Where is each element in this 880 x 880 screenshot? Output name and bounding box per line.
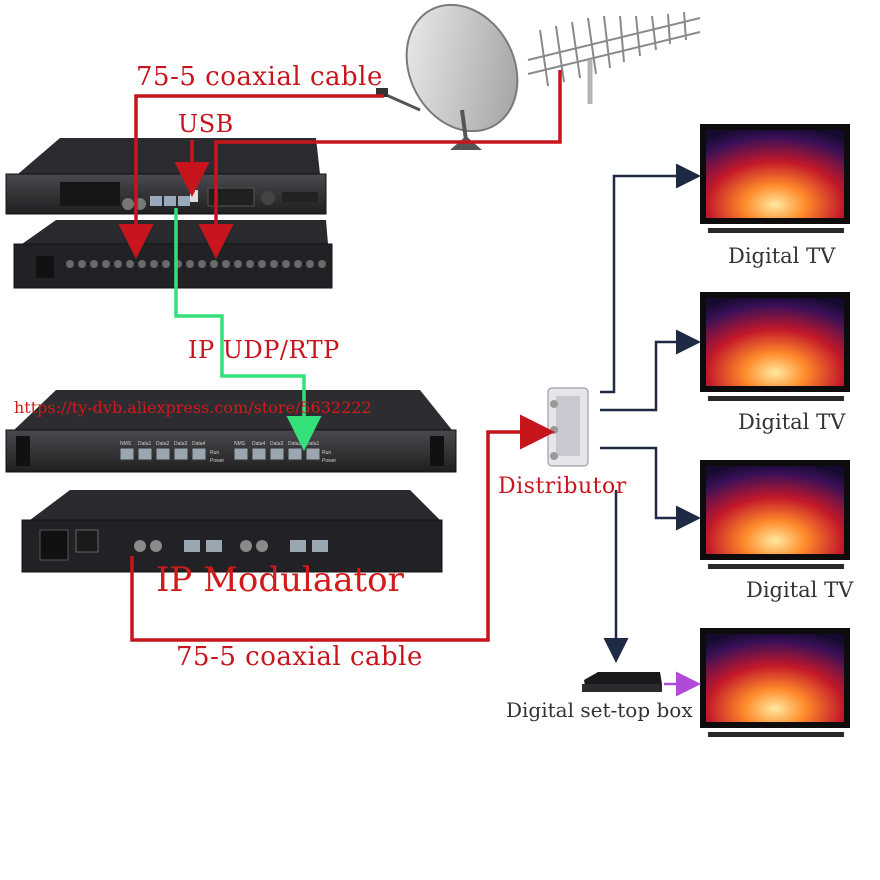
status-label: Run [322,450,331,456]
port-label: NMS [234,441,246,447]
port-label: Data4 [252,441,266,447]
ip-modulator-rack [21,490,443,573]
set-top-box-label: Digital set-top box [506,698,693,722]
status-label: Power [322,458,337,464]
distributor-icon [547,387,589,467]
tv-icon [700,124,850,233]
tv-label: Digital TV [738,410,846,434]
encoder-rack [5,138,327,215]
distribution-links [600,163,701,663]
port-label: NMS [120,441,132,447]
port-label: Data2 [288,441,302,447]
tv-label: Digital TV [746,578,854,602]
port-label: Data1 [138,441,152,447]
store-url: https://ty-dvb.aliexpress.com/store/5632… [14,398,372,417]
port-label: Data3 [270,441,284,447]
coax-cable-bottom [130,414,555,642]
modulator-label: IP Modulaator [156,560,404,600]
tv-icon [700,460,850,569]
satellite-dish-icon [376,3,519,150]
usb-label: USB [178,110,234,138]
status-label: Power [210,458,225,464]
ip-udp-rtp-link [174,208,322,451]
port-label: Data2 [156,441,170,447]
encoder-rear-panel [13,220,333,289]
antenna-icon [527,11,701,104]
coax-cable-label: 75-5 coaxial cable [136,62,383,92]
set-top-box-icon [582,672,662,692]
coax-cable-label: 75-5 coaxial cable [176,642,423,672]
tv-icon [700,292,850,401]
ip-protocol-label: IP UDP/RTP [188,336,340,364]
port-label: Data1 [306,441,320,447]
port-label: Data3 [174,441,188,447]
status-label: Run [210,450,219,456]
distributor-label: Distributor [498,474,627,499]
port-label: Data4 [192,441,206,447]
coax-cable-top [118,70,562,259]
tv-icon [700,628,850,737]
tv-label: Digital TV [728,244,836,268]
ip-gateway-rack: NMS Data1 Data2 Data3 Data4 NMS Data4 Da… [5,390,457,473]
